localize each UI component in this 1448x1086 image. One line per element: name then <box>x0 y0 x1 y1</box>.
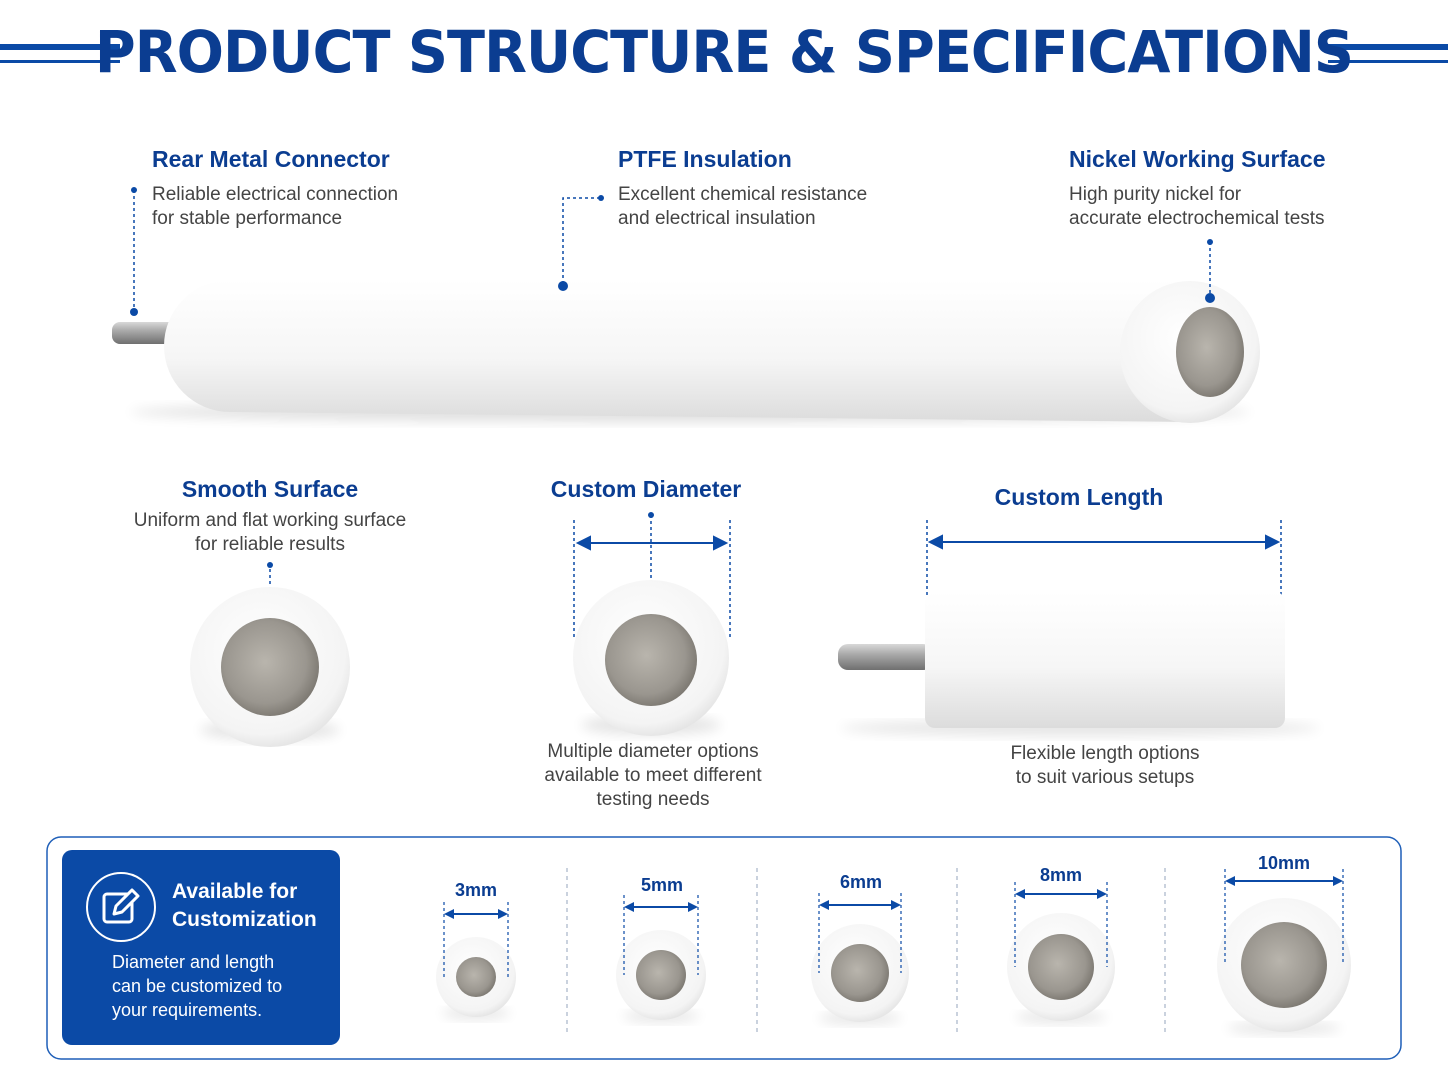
edit-icon <box>86 872 156 942</box>
customization-desc: Diameter and length can be customized to… <box>112 950 282 1022</box>
size-disc-8mm <box>1007 882 1115 1023</box>
size-disc-6mm <box>811 893 909 1024</box>
customization-title-line2: Customization <box>172 908 317 931</box>
customization-desc-line3: your requirements. <box>112 1000 263 1020</box>
custom-diameter-desc-line3: testing needs <box>596 789 710 810</box>
custom-length-title: Custom Length <box>994 484 1164 510</box>
ptfe-leader-line <box>562 197 600 286</box>
ptfe-body <box>164 280 1260 422</box>
ptfe-desc-line2: and electrical insulation <box>618 208 816 229</box>
customization-title: Available for Customization <box>172 878 317 934</box>
nickel-desc-line1: High purity nickel for <box>1069 184 1242 205</box>
smooth-surface-desc: Uniform and flat working surface for rel… <box>100 509 440 557</box>
customization-desc-line2: can be customized to <box>112 976 283 996</box>
custom-diameter-disc <box>573 535 729 736</box>
size-label-3mm: 3mm <box>454 880 498 900</box>
nickel-desc: High purity nickel for accurate electroc… <box>1069 183 1325 231</box>
ptfe-desc-line1: Excellent chemical resistance <box>618 184 868 205</box>
custom-length-desc: Flexible length options to suit various … <box>955 742 1255 790</box>
title-line-right <box>1328 44 1448 50</box>
title-line-left-thin <box>0 60 120 63</box>
custom-length-electrode <box>838 534 1320 736</box>
customization-panel: Available for Customization Diameter and… <box>62 850 340 1045</box>
size-disc-10mm <box>1217 869 1351 1034</box>
sizes-panel-frame <box>46 836 1402 1060</box>
customization-desc-line1: Diameter and length <box>112 952 275 972</box>
ptfe-title: PTFE Insulation <box>618 146 792 172</box>
rear-connector-desc: Reliable electrical connection for stabl… <box>152 183 398 231</box>
size-label-6mm: 6mm <box>839 872 883 892</box>
smooth-surface-desc-line2: for reliable results <box>195 534 345 555</box>
nickel-desc-line2: accurate electrochemical tests <box>1069 208 1325 229</box>
smooth-surface-title: Smooth Surface <box>181 476 359 502</box>
size-label-8mm: 8mm <box>1039 865 1083 885</box>
ptfe-desc: Excellent chemical resistance and electr… <box>618 183 867 231</box>
size-label-5mm: 5mm <box>640 875 684 895</box>
page-title: PRODUCT STRUCTURE & SPECIFICATIONS <box>94 18 1354 86</box>
size-disc-5mm <box>616 895 706 1022</box>
smooth-surface-disc <box>190 587 350 747</box>
custom-length-desc-line1: Flexible length options <box>1010 743 1200 764</box>
custom-diameter-desc-line1: Multiple diameter options <box>547 741 759 762</box>
smooth-surface-desc-line1: Uniform and flat working surface <box>133 510 407 531</box>
rear-connector-desc-line2: for stable performance <box>152 208 343 229</box>
size-label-10mm: 10mm <box>1257 853 1311 873</box>
rear-connector-desc-line1: Reliable electrical connection <box>152 184 399 205</box>
main-electrode <box>112 280 1260 423</box>
custom-diameter-desc-line2: available to meet different <box>544 765 762 786</box>
custom-diameter-desc: Multiple diameter options available to m… <box>503 740 803 812</box>
size-disc-3mm <box>436 902 516 1019</box>
nickel-disc <box>1176 307 1244 397</box>
nickel-title: Nickel Working Surface <box>1069 146 1326 172</box>
custom-length-desc-line2: to suit various setups <box>1015 767 1195 788</box>
rear-connector-title: Rear Metal Connector <box>152 146 390 172</box>
custom-diameter-title: Custom Diameter <box>550 476 742 502</box>
customization-title-line1: Available for <box>172 880 298 903</box>
title-line-right-thin <box>1328 60 1448 63</box>
title-line-left <box>0 44 120 50</box>
